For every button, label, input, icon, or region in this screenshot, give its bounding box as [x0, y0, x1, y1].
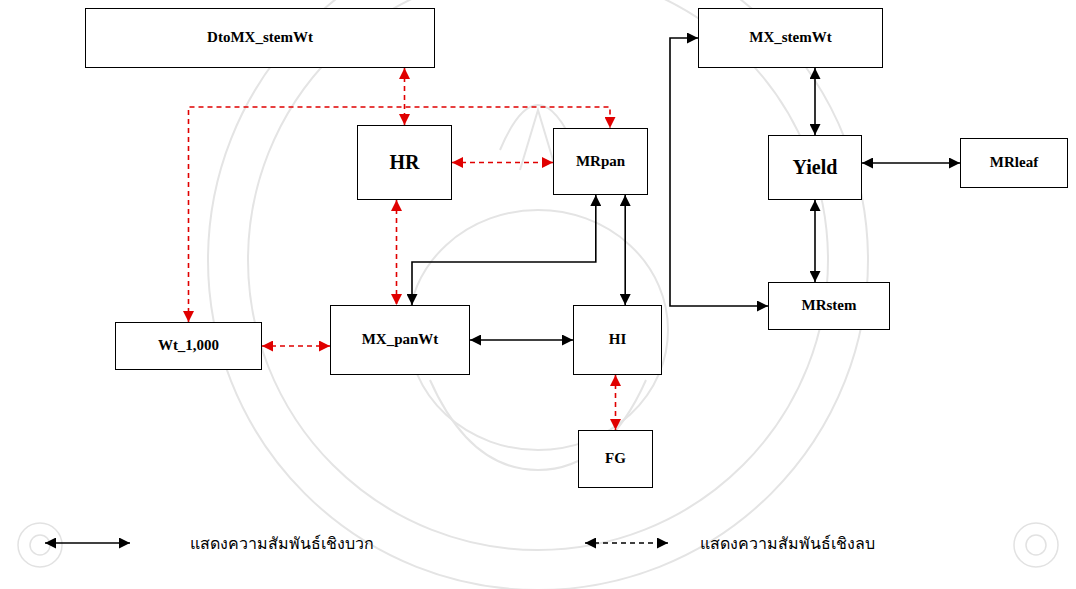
variable-box: Wt_1,000 [115, 322, 262, 370]
variable-label: MX_stemWt [749, 29, 831, 46]
variable-label: HI [609, 331, 627, 348]
legend-text: แสดงความสัมพันธ์เชิงบวก [190, 531, 374, 556]
variable-label: Wt_1,000 [158, 337, 219, 354]
variable-box: Yield [768, 135, 862, 200]
variable-label: MRpan [576, 153, 625, 170]
variable-box: MRpan [553, 128, 648, 195]
negative-link [189, 107, 611, 322]
variable-box: HR [357, 125, 452, 200]
positive-link [412, 195, 596, 305]
legend-sample [45, 542, 130, 544]
negative-link [452, 162, 553, 164]
positive-link [670, 38, 768, 306]
negative-link [262, 345, 330, 347]
negative-link [404, 68, 406, 125]
variable-box: MRleaf [960, 138, 1068, 188]
variable-box: DtoMX_stemWt [85, 8, 435, 68]
legend-sample [585, 542, 668, 544]
variable-box: MX_stemWt [698, 8, 883, 68]
positive-link [624, 195, 626, 305]
variable-label: Yield [793, 156, 838, 179]
variable-box: FG [578, 430, 653, 488]
negative-link [396, 200, 398, 305]
positive-link [814, 200, 816, 282]
variable-label: MX_panWt [362, 331, 439, 348]
positive-link [814, 68, 816, 135]
variable-box: MX_panWt [330, 305, 470, 375]
variable-label: MRleaf [990, 154, 1038, 171]
variable-box: HI [573, 305, 662, 375]
variable-label: FG [605, 450, 626, 467]
variable-label: DtoMX_stemWt [207, 29, 313, 46]
variable-label: HR [390, 151, 420, 174]
variable-box: MRstem [768, 282, 890, 330]
variable-label: MRstem [802, 297, 857, 314]
legend-text: แสดงความสัมพันธ์เชิงลบ [700, 531, 875, 556]
negative-link [615, 375, 617, 430]
positive-link [862, 162, 960, 164]
positive-link [470, 339, 573, 341]
